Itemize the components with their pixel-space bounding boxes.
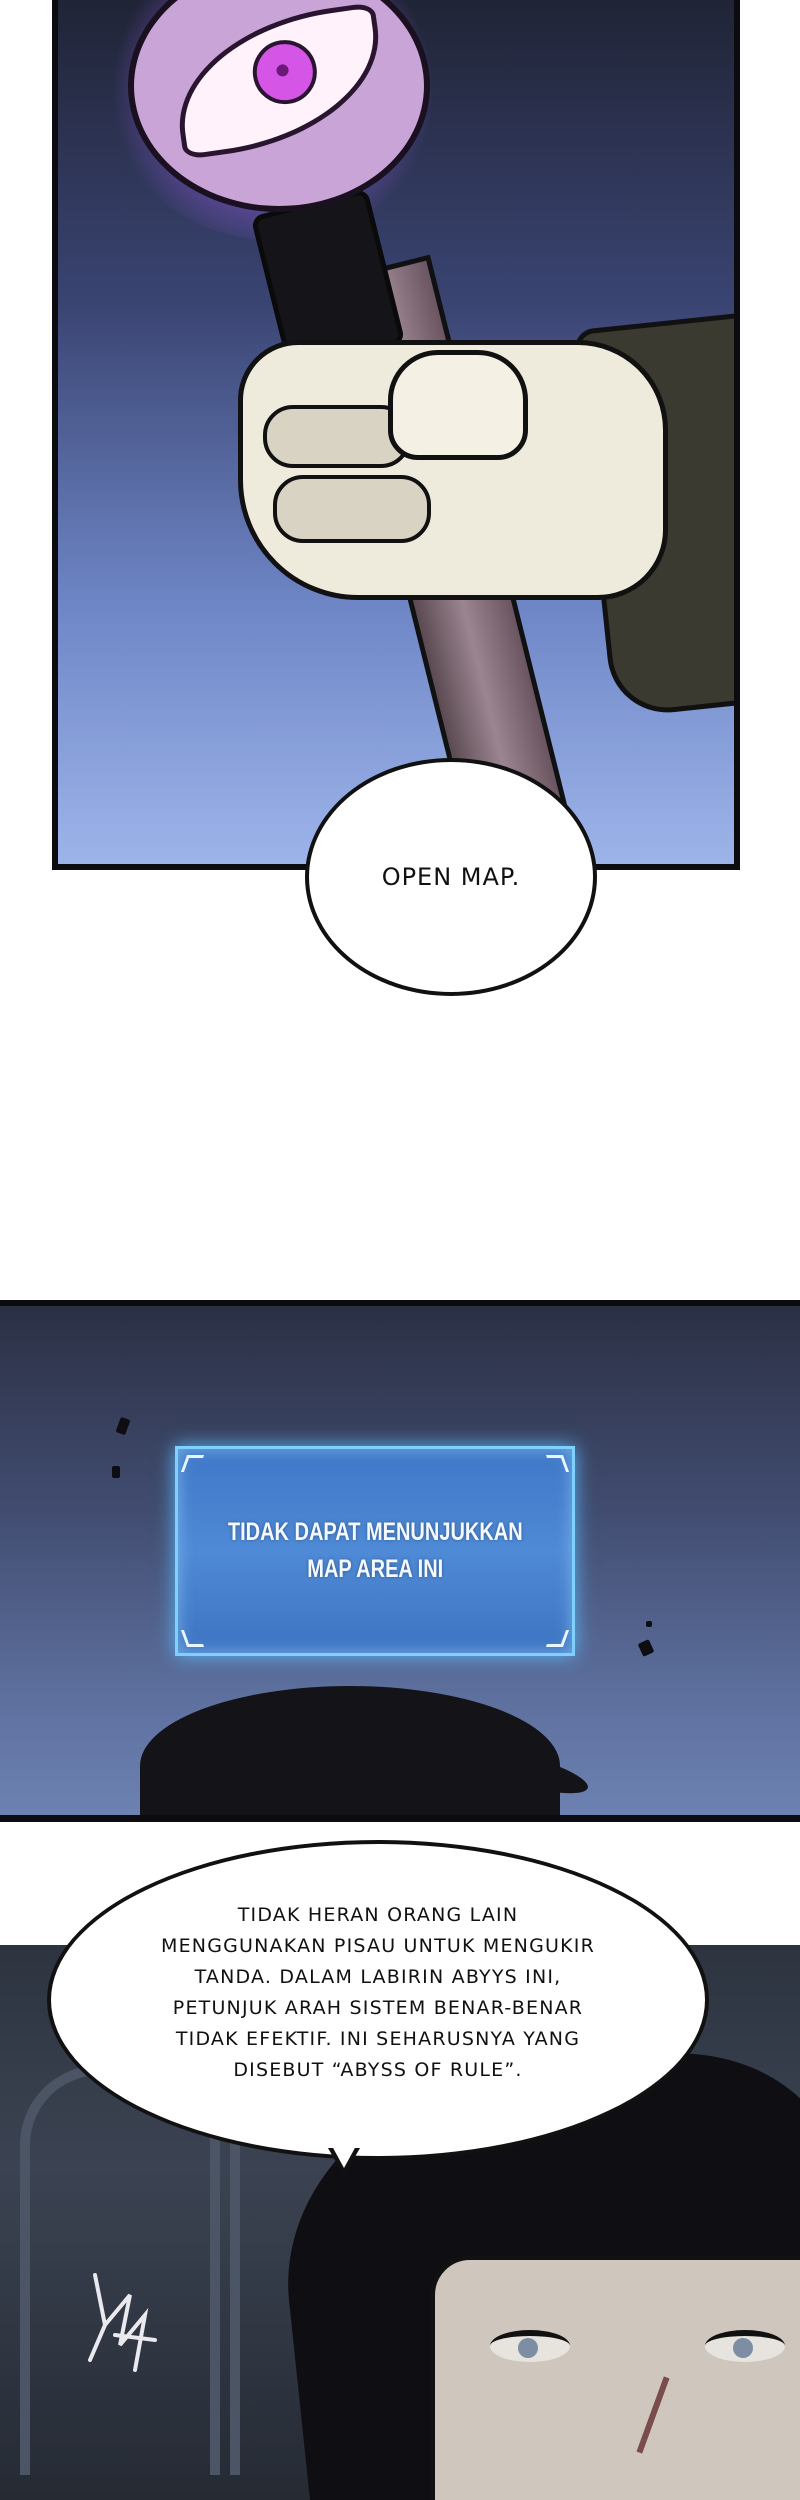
speech-line: DISEBUT “ABYSS OF RULE”. xyxy=(233,2059,523,2081)
speech-line: TIDAK EFEKTIF. INI SEHARUSNYA YANG xyxy=(175,2028,581,2050)
comic-panel-system-window: TIDAK DAPAT MENUNJUKKAN MAP AREA INI xyxy=(0,1300,800,1822)
character-face xyxy=(430,2255,800,2500)
debris-fragment xyxy=(112,1466,120,1478)
artist-signature-icon xyxy=(88,2273,157,2372)
orb-pupil xyxy=(275,63,290,78)
speech-bubble-tail-fill xyxy=(332,2146,356,2168)
character-eye xyxy=(490,2330,570,2362)
speech-bubble-open-map: OPEN MAP. xyxy=(305,758,597,996)
speech-text: OPEN MAP. xyxy=(381,863,521,891)
system-message-line: TIDAK DAPAT MENUNJUKKAN xyxy=(227,1518,523,1546)
eye-orb xyxy=(128,0,430,212)
speech-line: TIDAK HERAN ORANG LAIN xyxy=(237,1904,519,1926)
system-message-text: TIDAK DAPAT MENUNJUKKAN MAP AREA INI xyxy=(228,1514,523,1588)
window-corner xyxy=(545,1630,570,1647)
window-corner xyxy=(545,1455,570,1472)
thumb xyxy=(388,350,528,460)
system-message-window: TIDAK DAPAT MENUNJUKKAN MAP AREA INI xyxy=(175,1446,575,1656)
debris-fragment xyxy=(637,1639,655,1657)
speech-text: TIDAK HERAN ORANG LAIN MENGGUNAKAN PISAU… xyxy=(138,1900,618,2086)
system-message-line: MAP AREA INI xyxy=(307,1555,443,1583)
speech-line: MENGGUNAKAN PISAU UNTUK MENGUKIR xyxy=(160,1935,595,1957)
window-corner xyxy=(180,1455,205,1472)
debris-fragment xyxy=(646,1621,652,1627)
comic-panel-staff xyxy=(52,0,740,870)
orb-iris xyxy=(248,35,321,109)
character-eye xyxy=(705,2330,785,2362)
speech-line: TANDA. DALAM LABIRIN ABYYS INI, xyxy=(194,1966,562,1988)
gripping-fist xyxy=(238,340,668,600)
speech-line: PETUNJUK ARAH SISTEM BENAR-BENAR xyxy=(172,1997,584,2019)
window-corner xyxy=(180,1630,205,1647)
speech-bubble-abyss: TIDAK HERAN ORANG LAIN MENGGUNAKAN PISAU… xyxy=(47,1840,709,2160)
orb-eye-white xyxy=(165,2,393,160)
debris-fragment xyxy=(115,1416,131,1436)
